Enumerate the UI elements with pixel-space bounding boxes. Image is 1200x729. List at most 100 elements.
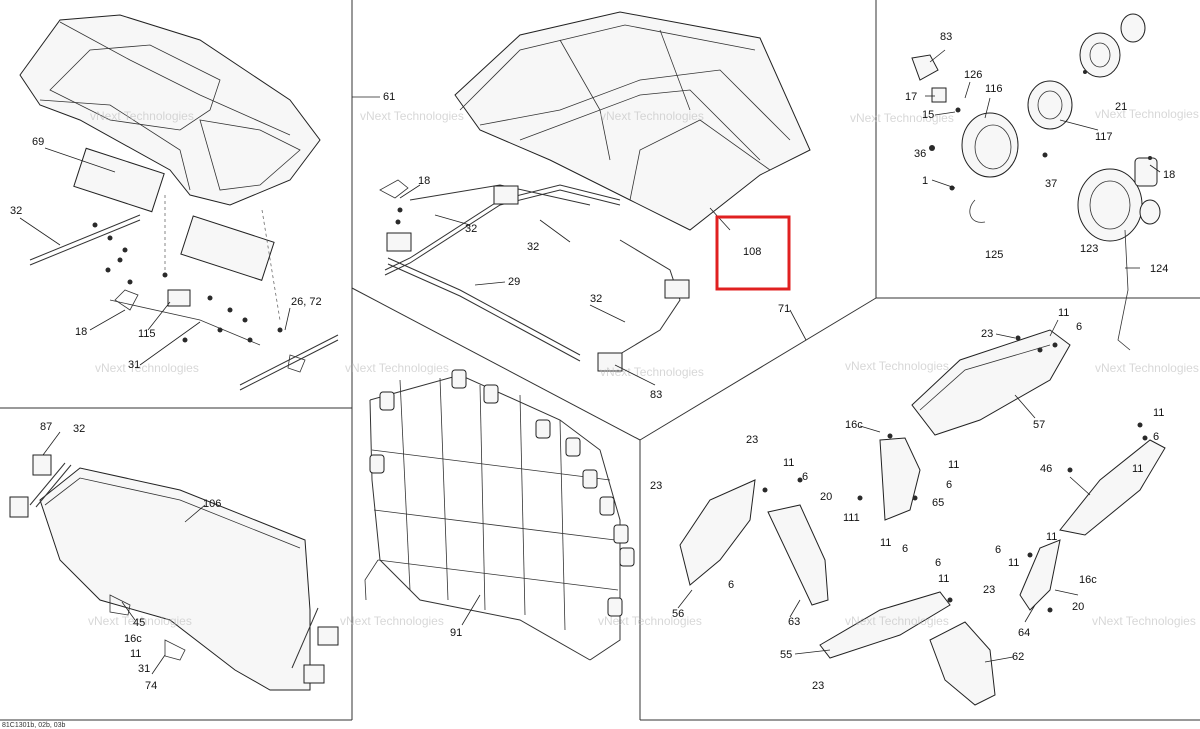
callout-label: 11: [783, 457, 794, 469]
highlight-label: 108: [743, 246, 761, 258]
callout-label: 20: [820, 491, 832, 503]
watermark-text: vNext Technologies: [360, 109, 464, 123]
callout-label: 6: [902, 543, 908, 555]
callout-label: 11: [1153, 407, 1164, 419]
callout-label: 111: [843, 512, 860, 524]
callout-label: 6: [946, 479, 952, 491]
watermark-text: vNext Technologies: [95, 361, 199, 375]
callout-label: 11: [1132, 463, 1143, 475]
watermark-text: vNext Technologies: [345, 361, 449, 375]
highlight-box: [715, 215, 791, 291]
net-drawing: [364, 369, 635, 661]
callout-label: 32: [590, 293, 602, 305]
watermark-text: vNext Technologies: [90, 109, 194, 123]
callout-labels: 69 32 18 115 31 26, 72 61 18 32 32 29 32…: [10, 31, 1175, 692]
callout-label: 6: [728, 579, 734, 591]
callout-label: 55: [780, 649, 792, 661]
roof-drawing: [379, 11, 811, 372]
callout-label: 106: [203, 498, 221, 510]
callout-label: 21: [1115, 101, 1127, 113]
callout-label: 23: [650, 480, 662, 492]
callout-label: 83: [940, 31, 952, 43]
callout-label: 11: [938, 573, 949, 585]
callout-label: 87: [40, 421, 52, 433]
callout-label: 17: [905, 91, 917, 103]
callout-label: 15: [922, 109, 934, 121]
callout-label: 45: [133, 617, 145, 629]
callout-label: 11: [880, 537, 891, 549]
callout-label: 117: [1095, 131, 1113, 143]
callout-label: 11: [1008, 557, 1019, 569]
callout-label: 64: [1018, 627, 1030, 639]
callout-label: 32: [527, 241, 539, 253]
callout-label: 36: [914, 148, 926, 160]
watermark-text: vNext Technologies: [598, 614, 702, 628]
watermark-text: vNext Technologies: [600, 109, 704, 123]
callout-label: 1: [922, 175, 928, 187]
callout-label: 11: [130, 648, 141, 660]
callout-label: 18: [1163, 169, 1175, 181]
callout-label: 18: [75, 326, 87, 338]
callout-label: 69: [32, 136, 44, 148]
callout-label: 23: [746, 434, 758, 446]
callout-label: 26, 72: [291, 296, 322, 308]
callout-label: 23: [981, 328, 993, 340]
windshield-drawing: [9, 454, 339, 691]
callout-label: 11: [1046, 531, 1057, 543]
callout-label: 31: [138, 663, 150, 675]
callout-label: 57: [1033, 419, 1045, 431]
callout-label: 6: [1076, 321, 1082, 333]
watermark-text: vNext Technologies: [1095, 361, 1199, 375]
callout-label: 71: [778, 303, 790, 315]
callout-label: 31: [128, 359, 140, 371]
callout-label: 6: [802, 471, 808, 483]
callout-label: 16c: [845, 419, 863, 431]
callout-label: 18: [418, 175, 430, 187]
callout-label: 11: [1058, 307, 1069, 319]
callout-label: 23: [983, 584, 995, 596]
callout-label: 11: [948, 459, 959, 471]
watermark-text: vNext Technologies: [845, 359, 949, 373]
callout-label: 116: [985, 83, 1003, 95]
watermark-text: vNext Technologies: [600, 365, 704, 379]
callout-label: 16c: [1079, 574, 1097, 586]
callout-label: 62: [1012, 651, 1024, 663]
callout-label: 6: [935, 557, 941, 569]
watermarks: vNext Technologies vNext Technologies vN…: [88, 107, 1199, 628]
diagram-reference: 81C1301b, 02b, 03b: [2, 722, 66, 729]
callout-label: 32: [73, 423, 85, 435]
callout-label: 126: [964, 69, 982, 81]
callout-label: 91: [450, 627, 462, 639]
callout-label: 83: [650, 389, 662, 401]
callout-label: 16c: [124, 633, 142, 645]
callout-label: 32: [465, 223, 477, 235]
callout-label: 6: [995, 544, 1001, 556]
callout-label: 125: [985, 249, 1003, 261]
callout-label: 74: [145, 680, 157, 692]
callout-label: 29: [508, 276, 520, 288]
watermark-text: vNext Technologies: [88, 614, 192, 628]
leader-lines: [19, 49, 1161, 675]
callout-label: 37: [1045, 178, 1057, 190]
callout-label: 123: [1080, 243, 1098, 255]
storage-box-drawing: [19, 14, 339, 391]
watermark-text: vNext Technologies: [1092, 614, 1196, 628]
callout-label: 63: [788, 616, 800, 628]
callout-label: 56: [672, 608, 684, 620]
watermark-text: vNext Technologies: [845, 614, 949, 628]
callout-label: 61: [383, 91, 395, 103]
callout-label: 6: [1153, 431, 1159, 443]
callout-label: 32: [10, 205, 22, 217]
speaker-drawing: [911, 13, 1161, 351]
watermark-text: vNext Technologies: [340, 614, 444, 628]
fender-drawing: [679, 329, 1166, 706]
callout-label: 65: [932, 497, 944, 509]
watermark-text: vNext Technologies: [1095, 107, 1199, 121]
callout-label: 124: [1150, 263, 1168, 275]
callout-label: 23: [812, 680, 824, 692]
callout-label: 46: [1040, 463, 1052, 475]
callout-label: 115: [138, 328, 156, 340]
callout-label: 20: [1072, 601, 1084, 613]
